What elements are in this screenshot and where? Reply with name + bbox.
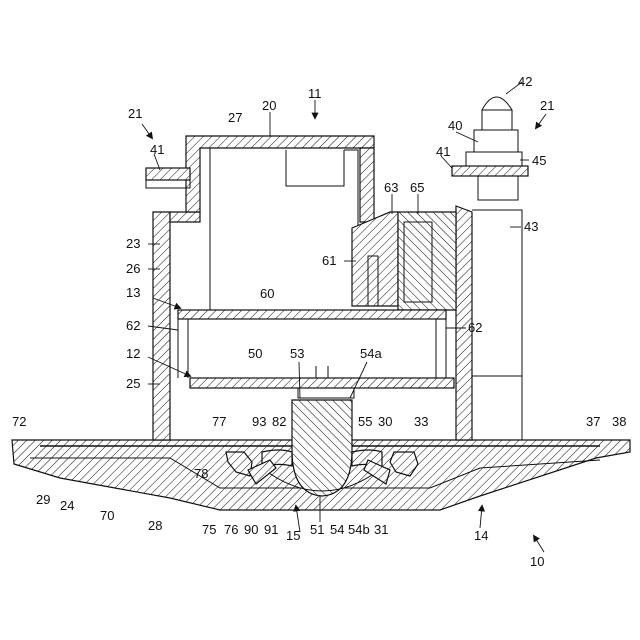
label-27: 27: [228, 110, 242, 125]
label-65: 65: [410, 180, 424, 195]
label-43: 43: [524, 219, 538, 234]
label-40: 40: [448, 118, 462, 133]
label-70: 70: [100, 508, 114, 523]
label-82: 82: [272, 414, 286, 429]
label-13: 13: [126, 285, 140, 300]
label-77: 77: [212, 414, 226, 429]
label-42: 42: [518, 74, 532, 89]
label-24: 24: [60, 498, 74, 513]
label-29: 29: [36, 492, 50, 507]
left-mount: [146, 168, 190, 188]
label-21-left: 21: [128, 106, 142, 121]
label-28: 28: [148, 518, 162, 533]
label-54b: 54b: [348, 522, 370, 537]
label-78: 78: [194, 466, 208, 481]
label-26: 26: [126, 261, 140, 276]
lower-board: [190, 366, 454, 398]
label-23: 23: [126, 236, 140, 251]
label-62-left: 62: [126, 318, 140, 333]
label-93: 93: [252, 414, 266, 429]
label-25: 25: [126, 376, 140, 391]
label-50: 50: [248, 346, 262, 361]
label-53: 53: [290, 346, 304, 361]
right-mount: [452, 97, 528, 200]
label-37: 37: [586, 414, 600, 429]
label-11: 11: [308, 86, 322, 101]
label-15: 15: [286, 528, 300, 543]
label-76: 76: [224, 522, 238, 537]
label-90: 90: [244, 522, 258, 537]
label-41-right: 41: [436, 144, 450, 159]
label-54: 54: [330, 522, 344, 537]
label-41-left: 41: [150, 142, 164, 157]
label-38: 38: [612, 414, 626, 429]
label-10: 10: [530, 554, 544, 569]
label-60: 60: [260, 286, 274, 301]
label-61: 61: [322, 253, 336, 268]
label-12: 12: [126, 346, 140, 361]
label-31: 31: [374, 522, 388, 537]
label-54a: 54a: [360, 346, 382, 361]
switch-component: [352, 212, 456, 310]
upper-board: [178, 310, 446, 378]
label-51: 51: [310, 522, 324, 537]
label-21-right: 21: [540, 98, 554, 113]
label-55: 55: [358, 414, 372, 429]
label-91: 91: [264, 522, 278, 537]
label-30: 30: [378, 414, 392, 429]
label-75: 75: [202, 522, 216, 537]
label-45: 45: [532, 153, 546, 168]
label-62-right: 62: [468, 320, 482, 335]
label-63: 63: [384, 180, 398, 195]
label-72: 72: [12, 414, 26, 429]
label-20: 20: [262, 98, 276, 113]
label-33: 33: [414, 414, 428, 429]
upper-housing: [186, 136, 374, 310]
label-14: 14: [474, 528, 488, 543]
